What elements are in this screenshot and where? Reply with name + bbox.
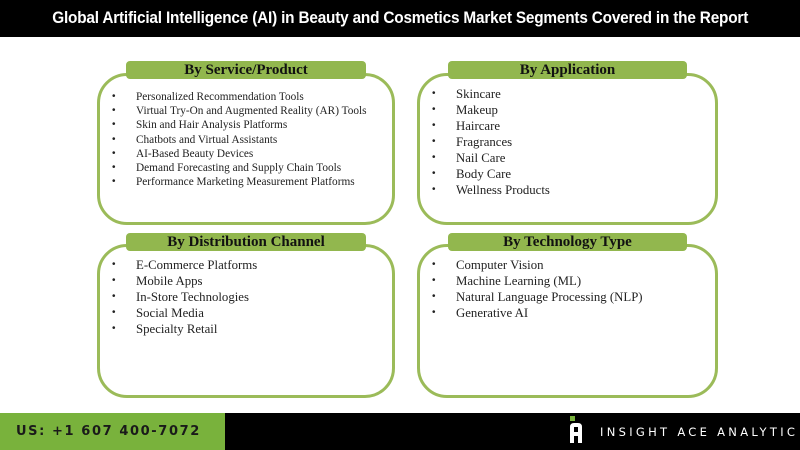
bullet-icon: • — [432, 275, 436, 286]
contact-phone: US: +1 607 400-7072 — [16, 424, 201, 439]
segment-panel-technology-type: •Computer Vision •Machine Learning (ML) … — [417, 244, 718, 398]
list-item: • Makeup — [432, 102, 550, 118]
segment-panel-application: •Skincare •Makeup •Haircare •Fragrances … — [417, 73, 718, 225]
list-item: • Machine Learning (ML) — [432, 273, 643, 289]
bullet-icon: • — [112, 323, 116, 334]
list-item: • E-Commerce Platforms — [112, 257, 257, 273]
bullet-icon: • — [432, 184, 436, 195]
list-item: • AI-Based Beauty Devices — [112, 147, 367, 161]
list-item-label: Haircare — [456, 119, 501, 133]
list-item-label: Skincare — [456, 87, 501, 101]
list-item-label: Specialty Retail — [136, 322, 218, 336]
segment-title: By Distribution Channel — [167, 233, 325, 250]
list-item-label: Personalized Recommendation Tools — [136, 91, 304, 103]
segment-title: By Service/Product — [184, 61, 308, 78]
list-item: • Natural Language Processing (NLP) — [432, 289, 643, 305]
segment-title: By Technology Type — [503, 233, 632, 250]
list-item: • Social Media — [112, 305, 257, 321]
list-item-label: Nail Care — [456, 151, 506, 165]
bullet-icon: • — [112, 133, 116, 145]
list-item-label: Generative AI — [456, 306, 529, 320]
brand-bar — [225, 413, 800, 450]
list-item: • In-Store Technologies — [112, 289, 257, 305]
bullet-icon: • — [112, 147, 116, 159]
list-item: • Virtual Try-On and Augmented Reality (A… — [112, 104, 367, 118]
list-item-label: Social Media — [136, 306, 204, 320]
bullet-icon: • — [112, 162, 116, 174]
list-item-label: Wellness Products — [456, 183, 550, 197]
list-item-label: Mobile Apps — [136, 274, 203, 288]
list-item-label: Natural Language Processing (NLP) — [456, 290, 643, 304]
contact-phone-bar: US: +1 607 400-7072 — [0, 413, 225, 450]
bullet-icon: • — [112, 91, 116, 102]
list-item: • Nail Care — [432, 150, 550, 166]
list-item: • Specialty Retail — [112, 321, 257, 337]
bullet-icon: • — [432, 291, 436, 302]
list-item: • Personalized Recommendation Tools — [112, 90, 367, 104]
list-item: • Mobile Apps — [112, 273, 257, 289]
list-item-label: In-Store Technologies — [136, 290, 249, 304]
list-item: • Performance Marketing Measurement Platf… — [112, 175, 367, 189]
list-item: • Computer Vision — [432, 257, 643, 273]
bullet-icon: • — [432, 259, 436, 270]
list-item-label: Computer Vision — [456, 258, 544, 272]
bullet-icon: • — [112, 259, 116, 270]
list-item-label: Fragrances — [456, 135, 513, 149]
list-item: • Demand Forecasting and Supply Chain Too… — [112, 161, 367, 175]
page-title-bar: Global Artificial Intelligence (AI) in B… — [0, 0, 800, 37]
bullet-icon: • — [432, 152, 436, 163]
segment-header-technology-type: By Technology Type — [448, 233, 687, 251]
page-title: Global Artificial Intelligence (AI) in B… — [52, 9, 748, 27]
bullet-icon: • — [112, 119, 116, 131]
list-item: • Haircare — [432, 118, 550, 134]
segment-list: • E-Commerce Platforms • Mobile Apps • In-S… — [112, 257, 257, 337]
list-item: • Body Care — [432, 166, 550, 182]
segment-title: By Application — [519, 61, 616, 78]
bullet-icon: • — [432, 136, 436, 147]
segment-list: •Computer Vision •Machine Learning (ML) … — [432, 257, 643, 321]
list-item: • Fragrances — [432, 134, 550, 150]
list-item: • Skin and Hair Analysis Platforms — [112, 118, 367, 132]
brand-name: INSIGHT ACE ANALYTIC — [600, 413, 798, 450]
list-item-label: Chatbots and Virtual Assistants — [136, 133, 278, 146]
bullet-icon: • — [112, 307, 116, 318]
segment-header-service-product: By Service/Product — [126, 61, 366, 79]
list-item-label: AI-Based Beauty Devices — [136, 147, 254, 160]
bullet-icon: • — [112, 275, 116, 286]
segment-list: •Skincare •Makeup •Haircare •Fragrances … — [432, 86, 550, 198]
bullet-icon: • — [432, 104, 436, 115]
bullet-icon: • — [432, 168, 436, 179]
segment-panel-distribution-channel: • E-Commerce Platforms • Mobile Apps • In-S… — [97, 244, 395, 398]
segment-header-distribution-channel: By Distribution Channel — [126, 233, 366, 251]
list-item-label: Demand Forecasting and Supply Chain Tool… — [136, 162, 342, 175]
list-item-label: Makeup — [456, 103, 498, 117]
list-item: • Generative AI — [432, 305, 643, 321]
bullet-icon: • — [432, 307, 436, 318]
list-item: • Skincare — [432, 86, 550, 102]
list-item-label: Virtual Try-On and Augmented Reality (AR… — [136, 105, 367, 118]
list-item-label: Skin and Hair Analysis Platforms — [136, 119, 288, 132]
list-item: • Chatbots and Virtual Assistants — [112, 133, 367, 147]
brand-name-label: INSIGHT ACE ANALYTIC — [600, 424, 799, 439]
segment-header-application: By Application — [448, 61, 687, 79]
list-item: • Wellness Products — [432, 182, 550, 198]
list-item-label: E-Commerce Platforms — [136, 258, 258, 272]
bullet-icon: • — [112, 105, 116, 117]
list-item-label: Body Care — [456, 167, 512, 181]
list-item-label: Machine Learning (ML) — [456, 274, 582, 288]
segment-list: • Personalized Recommendation Tools • Virt… — [112, 90, 367, 189]
insight-ace-logo-icon — [570, 416, 582, 443]
list-item-label: Performance Marketing Measurement Platfo… — [136, 176, 355, 189]
bullet-icon: • — [432, 120, 436, 131]
bullet-icon: • — [112, 176, 116, 188]
segment-panel-service-product: • Personalized Recommendation Tools • Virt… — [97, 73, 395, 225]
bullet-icon: • — [432, 88, 436, 99]
bullet-icon: • — [112, 291, 116, 302]
